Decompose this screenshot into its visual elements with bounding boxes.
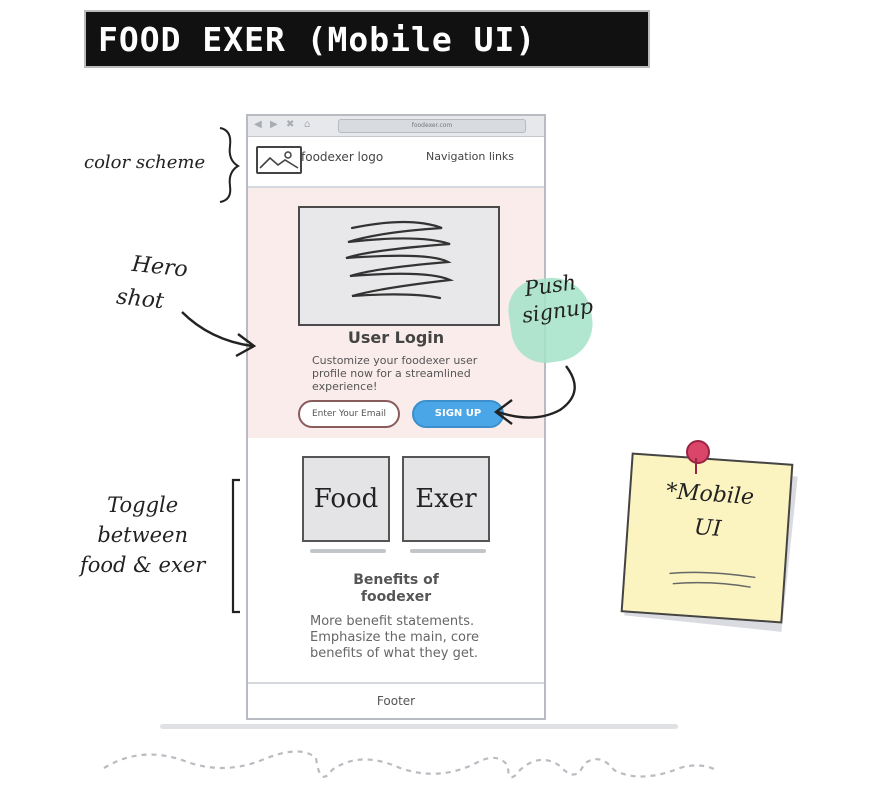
hero-arrowhead xyxy=(235,333,257,358)
push-arrowhead xyxy=(494,399,513,425)
logo-image-icon xyxy=(256,146,302,174)
hero-arrow xyxy=(181,311,253,348)
email-input[interactable]: Enter Your Email xyxy=(298,400,400,428)
url-text: foodexer.com xyxy=(411,122,453,129)
toggle-note-line1: Toggle xyxy=(107,493,179,517)
home-icon[interactable]: ⌂ xyxy=(304,119,311,130)
toggle-bracket xyxy=(231,478,240,614)
address-bar[interactable]: foodexer.com xyxy=(338,119,526,133)
hero-section: User Login Customize your foodexer user … xyxy=(248,188,544,438)
sticky-note: *Mobile UI xyxy=(620,452,794,624)
navigation-links[interactable]: Navigation links xyxy=(426,150,515,163)
exer-toggle-shadow xyxy=(410,549,486,553)
sticky-note-scribble xyxy=(669,571,756,588)
push-signup-note: Push signup xyxy=(517,267,595,328)
color-scheme-brace xyxy=(219,127,240,203)
site-header: foodexer logo Navigation links xyxy=(248,136,544,188)
push-arrow xyxy=(497,365,576,419)
sticky-note-text: *Mobile UI xyxy=(628,473,790,552)
dashed-doodle xyxy=(103,750,717,779)
forward-arrow-icon[interactable]: ▶ xyxy=(270,119,278,130)
back-arrow-icon[interactable]: ◀ xyxy=(254,119,262,130)
hero-note-line2: shot xyxy=(115,284,166,315)
close-icon[interactable]: ✖ xyxy=(286,119,295,130)
color-scheme-note: color scheme xyxy=(84,152,206,173)
login-title: User Login xyxy=(347,328,445,347)
mobile-wireframe: ◀ ▶ ✖ ⌂ foodexer.com foodexer logo Navig… xyxy=(246,114,546,720)
pushpin-icon xyxy=(686,440,710,464)
toggle-note-line2: between xyxy=(97,523,188,547)
page-title-banner: FOOD EXER (Mobile UI) xyxy=(84,10,650,68)
page-title: FOOD EXER (Mobile UI) xyxy=(98,19,537,59)
login-description: Customize your foodexer user profile now… xyxy=(312,354,478,393)
footer: Footer xyxy=(248,682,544,720)
ground-line xyxy=(160,724,678,729)
benefits-title-text: Benefits of foodexer xyxy=(353,572,439,605)
logo-label[interactable]: foodexer logo xyxy=(301,150,384,164)
exer-toggle-button[interactable]: Exer xyxy=(402,456,490,542)
benefits-title: Benefits of foodexer xyxy=(248,572,544,606)
signup-button[interactable]: SIGN UP xyxy=(412,400,504,428)
exer-toggle-label: Exer xyxy=(415,484,477,514)
food-toggle-button[interactable]: Food xyxy=(302,456,390,542)
hero-shot-note: Hero shot xyxy=(115,247,190,322)
toggle-note-line3: food & exer xyxy=(80,553,206,577)
browser-bar: ◀ ▶ ✖ ⌂ foodexer.com xyxy=(248,116,544,137)
hero-image-placeholder xyxy=(298,206,500,326)
pushpin-needle xyxy=(695,458,697,474)
food-toggle-shadow xyxy=(310,549,386,553)
food-toggle-label: Food xyxy=(313,484,379,514)
benefits-text: More benefit statements. Emphasize the m… xyxy=(310,614,480,661)
toggle-note: Toggle between food & exer xyxy=(80,490,205,580)
